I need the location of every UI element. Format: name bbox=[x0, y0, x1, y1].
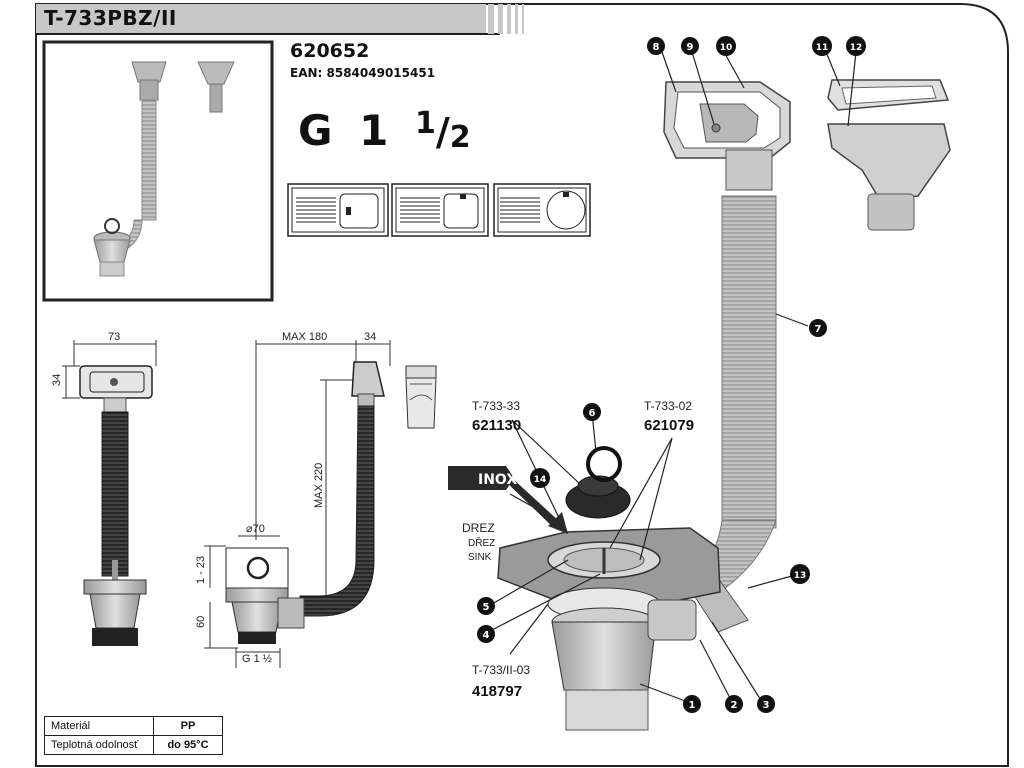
dim-height-top: 34 bbox=[51, 374, 63, 386]
sink-label-en: SINK bbox=[468, 552, 492, 563]
material-value: PP bbox=[153, 716, 223, 736]
part-b-code: T-733-02 bbox=[644, 399, 692, 413]
materials-table: Materiál PP Teplotná odolnosť do 95°C bbox=[44, 716, 223, 755]
svg-text:7: 7 bbox=[815, 324, 822, 335]
part-a-number: 621130 bbox=[472, 417, 521, 434]
svg-text:12: 12 bbox=[850, 43, 863, 53]
callout-9: 9 bbox=[681, 37, 699, 55]
dim-diameter: ⌀70 bbox=[246, 523, 265, 535]
callout-5: 5 bbox=[477, 597, 495, 615]
title-bar-bg bbox=[36, 4, 486, 34]
svg-text:6: 6 bbox=[589, 408, 596, 419]
svg-text:3: 3 bbox=[763, 700, 770, 711]
svg-text:4: 4 bbox=[483, 630, 490, 641]
sink-icons bbox=[287, 183, 591, 237]
callout-11: 11 bbox=[812, 36, 832, 56]
callout-14: 14 bbox=[530, 468, 550, 488]
corrugated-hose bbox=[683, 195, 777, 633]
sink-label-cz: DŘEZ bbox=[468, 536, 495, 549]
svg-text:14: 14 bbox=[534, 475, 547, 485]
thread-size: G 1 1/2 bbox=[298, 106, 471, 155]
thread-fraction-num: 1 bbox=[414, 106, 436, 141]
dim-max-vertical: MAX 220 bbox=[313, 463, 325, 508]
material-label: Materiál bbox=[44, 716, 154, 736]
dim-side-depth: 34 bbox=[364, 331, 376, 343]
inox-badge bbox=[448, 466, 568, 534]
svg-text:8: 8 bbox=[653, 42, 660, 53]
title-stripes bbox=[488, 4, 524, 34]
side-view bbox=[204, 340, 437, 668]
callout-8: 8 bbox=[647, 37, 665, 55]
svg-text:11: 11 bbox=[816, 43, 829, 53]
dim-height-60: 60 bbox=[195, 616, 207, 628]
table-row: Teplotná odolnosť do 95°C bbox=[44, 735, 223, 755]
ean-code: EAN: 8584049015451 bbox=[290, 66, 436, 80]
thread-prefix: G 1 bbox=[298, 106, 395, 155]
drain-assembly bbox=[497, 446, 721, 731]
sink-label-sk: DREZ bbox=[462, 521, 495, 535]
part-b-number: 621079 bbox=[644, 417, 694, 434]
callout-1: 1 bbox=[683, 695, 701, 713]
svg-text:5: 5 bbox=[483, 602, 490, 613]
callout-4: 4 bbox=[477, 625, 495, 643]
callout-12: 12 bbox=[846, 36, 866, 56]
inox-label: INOX bbox=[478, 472, 517, 488]
dim-width-top: 73 bbox=[108, 331, 120, 343]
callout-6: 6 bbox=[583, 403, 601, 421]
part-number-callouts: 1 2 3 4 5 6 7 8 9 10 11 12 13 14 bbox=[477, 36, 866, 713]
front-view bbox=[62, 340, 157, 646]
svg-text:9: 9 bbox=[687, 42, 694, 53]
leader-lines bbox=[491, 51, 857, 703]
svg-text:13: 13 bbox=[794, 571, 807, 581]
svg-text:2: 2 bbox=[731, 700, 738, 711]
overflow-cover-assembly bbox=[827, 79, 951, 231]
temperature-label: Teplotná odolnosť bbox=[44, 735, 154, 755]
callout-13: 13 bbox=[790, 564, 810, 584]
product-code: T-733PBZ/II bbox=[44, 6, 177, 30]
svg-text:10: 10 bbox=[720, 43, 733, 53]
overflow-head-assembly bbox=[663, 81, 791, 191]
callout-3: 3 bbox=[757, 695, 775, 713]
temperature-value: do 95°C bbox=[153, 735, 223, 755]
dim-range-1-23: 1 - 23 bbox=[195, 556, 207, 584]
part-c-number: 418797 bbox=[472, 683, 522, 700]
dim-max-horizontal: MAX 180 bbox=[282, 331, 327, 343]
part-c-code: T-733/II-03 bbox=[472, 663, 530, 677]
outer-frame bbox=[35, 3, 1009, 767]
callout-2: 2 bbox=[725, 695, 743, 713]
callout-10: 10 bbox=[716, 36, 736, 56]
callout-7: 7 bbox=[809, 319, 827, 337]
part-a-code: T-733-33 bbox=[472, 399, 520, 413]
svg-text:1: 1 bbox=[689, 700, 696, 711]
drain-body bbox=[551, 621, 657, 691]
dim-thread-bottom: G 1 ½ bbox=[242, 653, 272, 665]
article-number: 620652 bbox=[290, 40, 370, 62]
product-photo bbox=[93, 61, 235, 277]
table-row: Materiál PP bbox=[44, 716, 223, 736]
thread-fraction-den: 2 bbox=[449, 120, 471, 155]
